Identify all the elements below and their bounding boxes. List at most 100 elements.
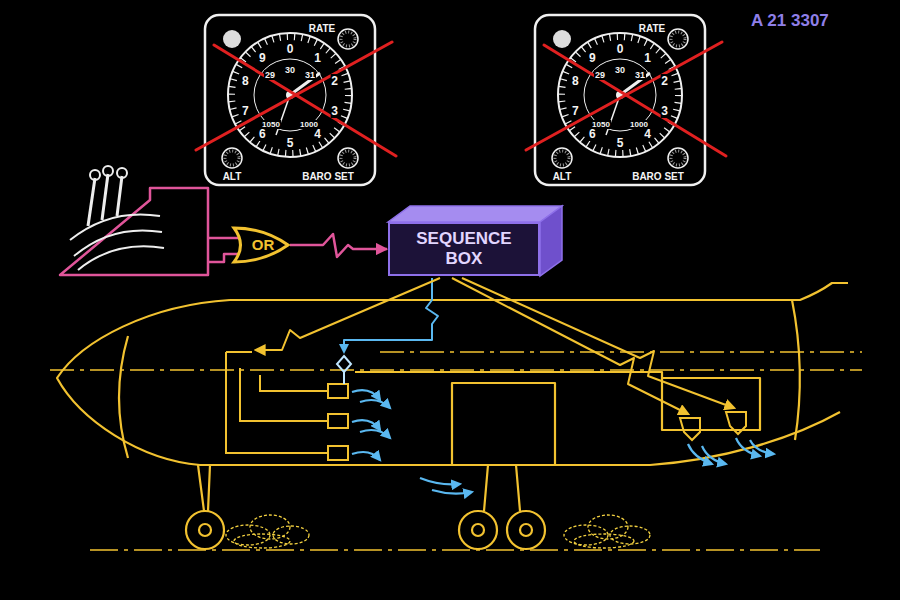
centre-line [50,352,862,370]
node-text: OR [252,236,275,253]
dial-digit-anchor: 7 [241,102,250,118]
dial-digit: 4 [313,127,322,141]
airflow-arrow [352,390,774,493]
box-depth [388,206,562,276]
air-ducts [680,418,700,440]
dial-digit: 6 [588,127,597,141]
air-ducts [226,352,328,453]
airflow-arrow [352,420,380,430]
cancel-cross [214,45,396,156]
throttle-quadrant [90,170,100,180]
dial-digit: 9 [258,51,267,65]
subscale-number: 1050 [261,120,281,129]
airflow-arrow [352,390,380,400]
landing-gear [186,465,545,549]
subscale-number-anchor: 29 [264,65,276,81]
dial-digit: 5 [286,136,295,150]
subscale-number: 29 [264,70,276,80]
dial-digit: 2 [660,74,669,88]
control-signal [344,278,438,352]
altimeter-left [205,15,375,185]
dial-digit-anchor: 7 [571,102,580,118]
dial-digit: 3 [330,104,339,118]
control-signal [452,278,688,414]
knob-label: RATE [638,23,666,34]
dial-digit: 4 [643,127,652,141]
slide-number: A 21 3307 [750,11,830,30]
aircraft-outline [230,283,848,300]
slide-number-anchor: A 21 3307 [750,12,830,29]
dial-digit-anchor: 0 [286,40,295,56]
dust-cloud [234,534,290,548]
cancel-cross [196,42,392,150]
knob-label: ALT [552,171,573,182]
aircraft-outline [355,372,662,378]
control-signal [256,278,440,350]
dial-digit: 9 [588,51,597,65]
dial-digit: 2 [330,74,339,88]
control-signal [256,278,734,414]
air-ducts [226,352,746,460]
ground-line [90,549,820,551]
centre-line [50,369,862,370]
box-top-face [388,206,562,222]
dial-digit-anchor: 8 [571,72,580,88]
cancel-cross [526,42,722,150]
dial-digit-anchor: 3 [660,102,669,118]
subscale-number: 1000 [629,120,649,129]
dial-digit-anchor: 9 [588,49,597,65]
airflow-arrow [420,478,460,484]
control-signal [462,278,734,408]
airflow-arrow [432,490,472,494]
subscale-number: 30 [614,65,626,75]
knob-label: RATE [308,23,336,34]
airflow-arrow [750,440,774,454]
air-ducts [328,446,348,460]
throttle-quadrant [117,176,122,216]
aircraft-outline [57,283,848,465]
air-ducts [240,368,328,421]
dust-cloud [226,515,650,548]
throttle-quadrant [102,174,108,220]
subscale-number-anchor: 30 [284,60,296,76]
dust-cloud [574,534,634,548]
landing-gear [520,524,532,536]
cancel-cross [196,42,726,156]
knob-label-anchor: ALT [222,167,243,183]
node-text: SEQUENCE BOX [408,229,520,268]
air-ducts [726,412,746,434]
aircraft-outline [452,383,555,465]
dial-digit-anchor: 9 [258,49,267,65]
knob-label: ALT [222,171,243,182]
valve-diamond [343,372,345,384]
subscale-number-anchor: 1000 [629,114,649,130]
air-ducts [260,375,328,391]
throttle-quadrant [60,166,240,275]
dial-digit: 1 [643,51,652,65]
dial-digit-anchor: 3 [330,102,339,118]
centre-line [380,351,862,352]
ground-line [90,549,820,551]
subscale-number-anchor: 30 [614,60,626,76]
subscale-number-anchor: 1000 [299,114,319,130]
subscale-number-anchor: 31 [304,65,316,81]
landing-gear [472,524,484,536]
dial-digit: 6 [258,127,267,141]
subscale-number-anchor: 1050 [261,114,281,130]
subscale-number-anchor: 29 [594,65,606,81]
valve-diamond [337,356,351,384]
dial-digit-anchor: 0 [616,40,625,56]
or-gate: OR [232,226,290,264]
subscale-number-anchor: 31 [634,65,646,81]
aircraft-outline [57,300,840,465]
dial-digit-anchor: 5 [616,134,625,150]
dial-digit-anchor: 1 [313,49,322,65]
or-gate-outline [234,228,288,262]
dial-digit: 3 [660,104,669,118]
subscale-number: 30 [284,65,296,75]
knob-label-anchor: BARO SET [301,167,355,183]
throttle-quadrant [78,246,164,270]
